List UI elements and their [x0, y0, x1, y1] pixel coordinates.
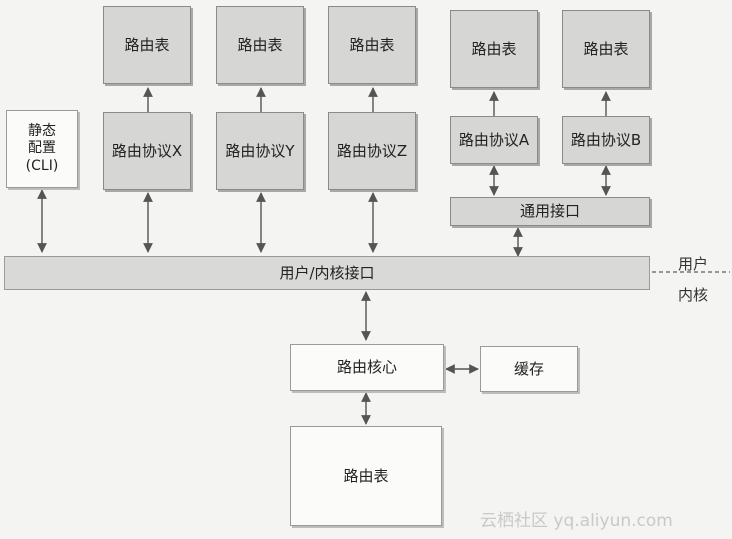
routing-core-box: 路由核心 [290, 344, 444, 391]
generic-interface-box: 通用接口 [450, 197, 650, 226]
routing-protocol-a: 路由协议A [450, 116, 538, 164]
side-label-user: 用户 [678, 255, 709, 273]
routing-table-a: 路由表 [450, 10, 538, 88]
routing-protocol-z: 路由协议Z [328, 112, 416, 190]
routing-protocol-b: 路由协议B [562, 116, 650, 164]
routing-table-main: 路由表 [290, 426, 442, 526]
routing-table-b: 路由表 [562, 10, 650, 88]
routing-table-x: 路由表 [103, 6, 191, 84]
watermark-text: 云栖社区 yq.aliyun.com [480, 511, 673, 531]
routing-protocol-y: 路由协议Y [216, 112, 304, 190]
side-label-kernel: 内核 [678, 286, 709, 304]
routing-table-z: 路由表 [328, 6, 416, 84]
routing-table-y: 路由表 [216, 6, 304, 84]
cache-box: 缓存 [480, 346, 578, 392]
static-config-box: 静态 配置 (CLI) [6, 110, 78, 188]
user-kernel-interface-bar: 用户/内核接口 [4, 256, 650, 290]
routing-protocol-x: 路由协议X [103, 112, 191, 190]
